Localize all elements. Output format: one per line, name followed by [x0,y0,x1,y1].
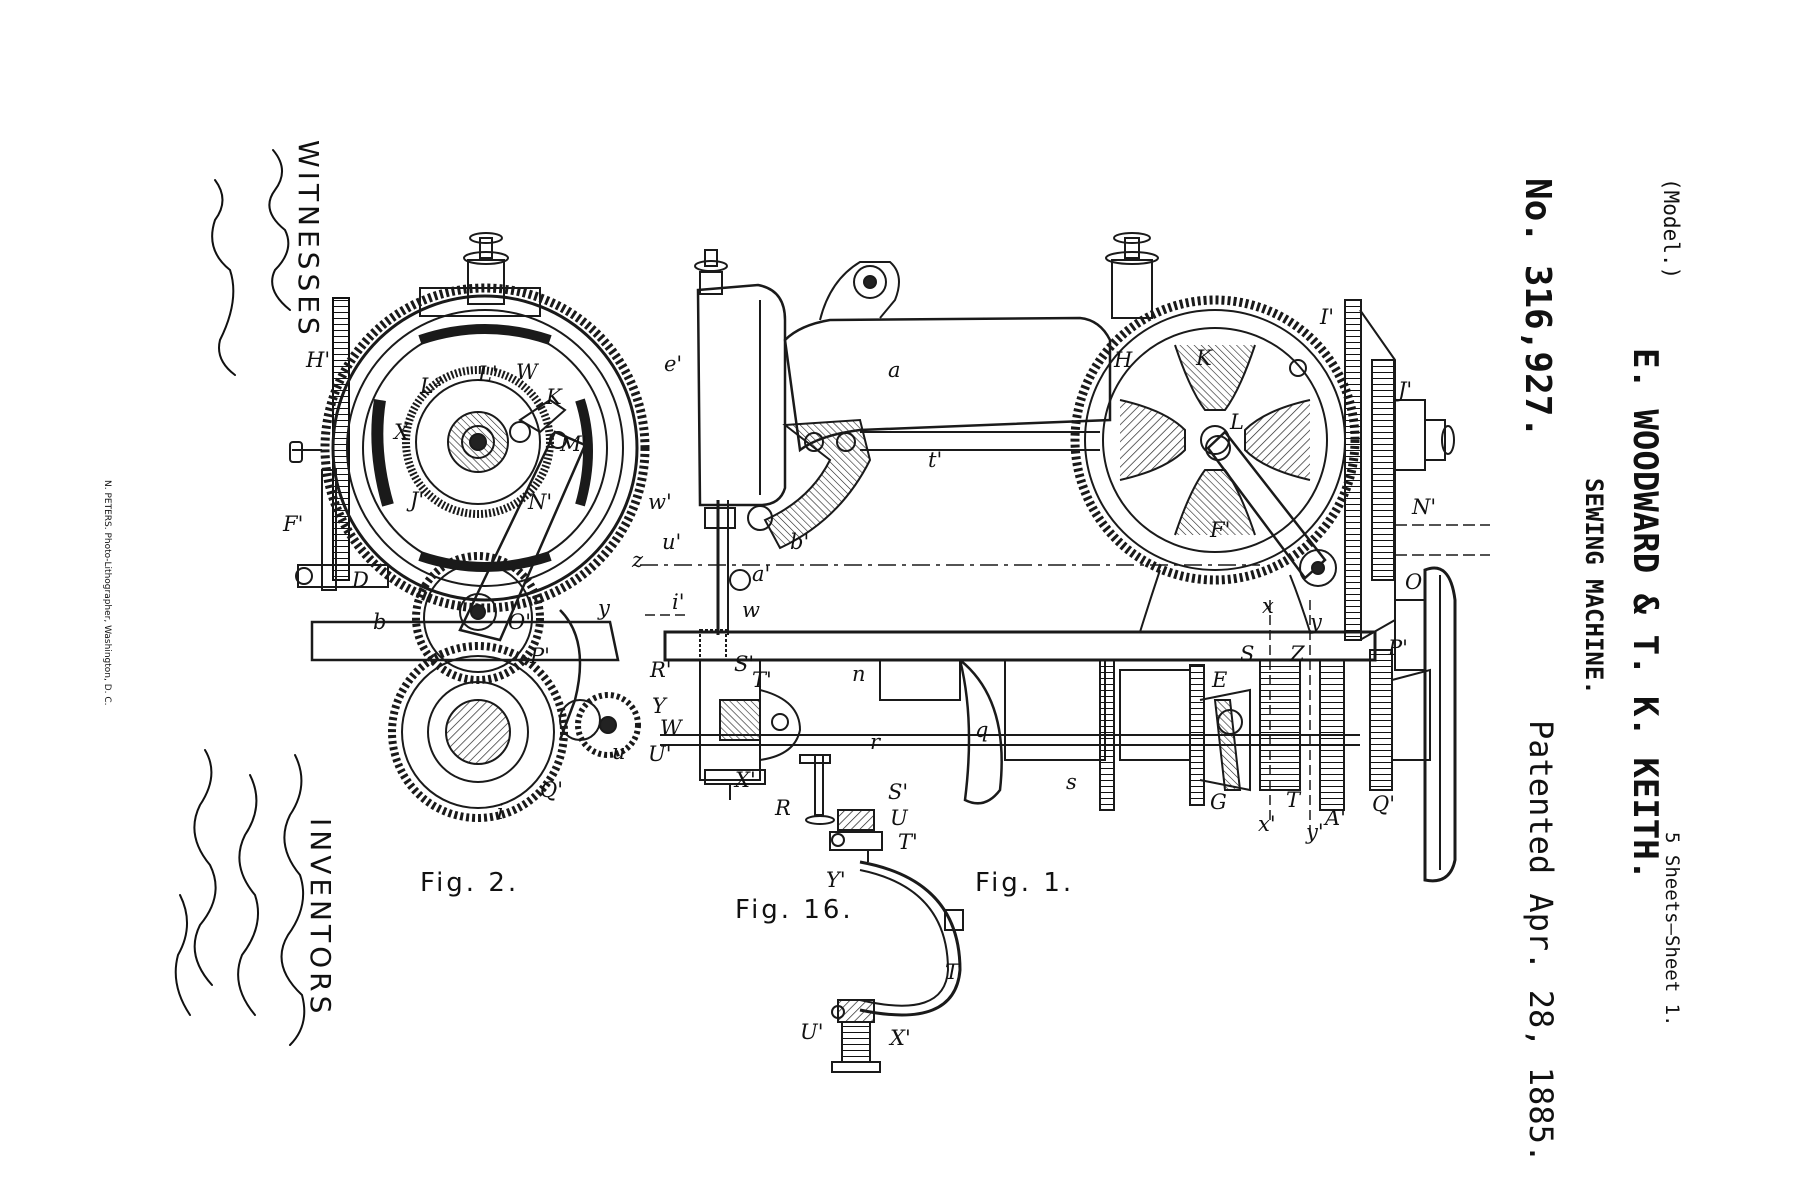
ref-letter: Z [1290,642,1305,666]
ref-letter: q [975,718,989,742]
ref-letter: U [890,806,908,830]
ref-letter: W [516,360,538,384]
ref-letter: U' [800,1020,824,1044]
ref-letter: O' [508,610,531,634]
ref-letter: F' [283,512,304,536]
ref-letter: t' [928,448,943,472]
ref-letter: O [1405,570,1423,594]
ref-letter: S' [888,780,909,804]
ref-letter: s [1066,770,1077,794]
ref-letter: y' [1306,820,1324,844]
ref-letter: K [1196,346,1212,370]
ref-letter: H [1114,348,1133,372]
ref-letter: x [1262,594,1274,618]
ref-letter: S [1240,642,1255,666]
ref-letter: a [888,358,901,382]
ref-letter: i [497,800,504,824]
ref-letter: b' [790,530,810,554]
ref-letter: E [1212,668,1228,692]
ref-letter: I' [1320,305,1335,329]
ref-letter: N' [1412,495,1437,519]
ref-letter: Y [652,694,666,718]
witness-signatures [211,149,291,376]
ref-letter: e' [664,352,683,376]
patent-number: No. 316,927. [1517,178,1558,439]
ref-letter: T [1286,788,1301,812]
ref-letter: K [546,385,562,409]
printer-credit: N. PETERS. Photo-Lithographer, Washingto… [102,480,112,706]
ref-letter: F' [1210,518,1231,542]
ref-letter: J' [1398,378,1413,402]
ref-letter: S' [734,652,755,676]
fig16-detail [799,754,964,1073]
ref-letter: n [852,662,866,686]
ref-letter: T [945,960,960,984]
ref-letter: G [1210,790,1227,814]
ref-letter: T' [752,668,772,692]
ref-letter: a' [752,562,771,586]
ref-letter: z [632,548,644,572]
ref-letter: y [598,596,610,620]
ref-letter: L² [420,374,443,398]
ref-letter: U' [648,742,672,766]
model-label: (Model.) [1659,178,1683,280]
ref-letter: Q' [540,778,563,802]
invention-title: SEWING MACHINE. [1580,478,1608,695]
ref-letter: W [660,716,682,740]
fig2-end-view [289,232,650,822]
ref-letter: R' [650,658,672,682]
ref-letter: L' [478,362,498,386]
ref-letter: Q' [1372,792,1395,816]
fig2-label: Fig. 2. [420,868,520,898]
ref-letter: u' [662,530,682,554]
fig16-label: Fig. 16. [735,895,854,925]
ref-letter: X' [890,1026,911,1050]
ref-letter: x' [1258,812,1276,836]
ref-letter: P' [1388,636,1408,660]
ref-letter: w [742,598,760,622]
ref-letter: b [373,610,387,634]
ref-letter: X [394,420,409,444]
ref-letter: L [1230,410,1244,434]
inventors-names: E. WOODWARD & T. K. KEITH. [1625,348,1665,881]
ref-letter: Y' [826,868,846,892]
ref-letter: T' [898,830,918,854]
ref-letter: X' [735,768,756,792]
ref-letter: w' [648,490,672,514]
patented-date: Patented Apr. 28, 1885. [1522,720,1560,1164]
ref-letter: H' [306,348,331,372]
ref-letter: P' [530,644,550,668]
ref-letter: y [1310,610,1322,634]
inventor-signatures [174,749,306,1046]
fig1-side-view [640,232,1490,883]
ref-letter: M' [560,432,588,456]
fig1-label: Fig. 1. [975,868,1075,898]
ref-letter: A' [1325,806,1346,830]
ref-letter: J' [410,488,425,512]
ref-letter: r [870,730,881,754]
ref-letter: N' [528,490,553,514]
ref-letter: D [352,568,369,592]
ref-letter: u [612,740,626,764]
ref-letter: i' [672,590,685,614]
ref-letter: R [775,796,791,820]
